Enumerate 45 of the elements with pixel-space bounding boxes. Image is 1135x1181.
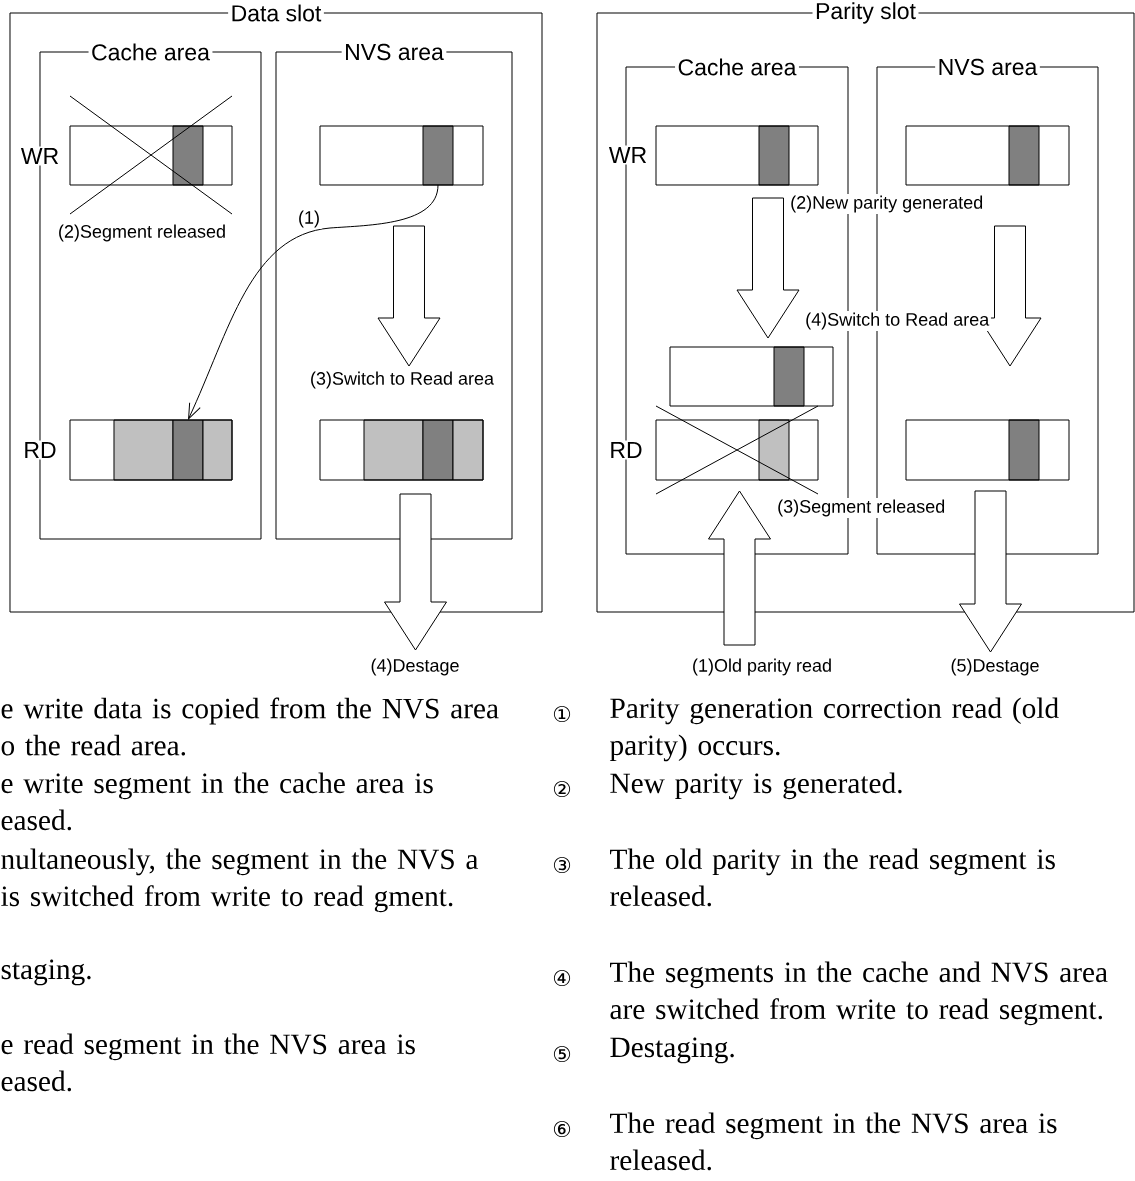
block-arrow xyxy=(959,490,1022,653)
step-number: ④ xyxy=(553,969,571,987)
edge-label: (1)Old parity read xyxy=(690,656,834,678)
segment-bar xyxy=(905,419,1070,481)
edge-label: (4)Destage xyxy=(368,656,462,678)
note-text: Parity generation correction read (old parity) occurs. xyxy=(609,697,1059,762)
note-text: e write segment in the cache area is eased. xyxy=(1,772,433,831)
segment-bar xyxy=(69,419,233,481)
step-number: ⑤ xyxy=(553,1045,571,1063)
row-label: WR xyxy=(19,146,61,166)
block-arrow xyxy=(708,490,771,646)
note-text: The read segment in the NVS area is released. xyxy=(610,1112,1057,1171)
segment-bar xyxy=(905,125,1070,186)
segment-bar xyxy=(69,125,233,186)
step-label: (2)Segment released xyxy=(56,222,228,244)
segment-bar xyxy=(655,125,819,186)
edge-label: (5)Destage xyxy=(948,656,1042,678)
arrow xyxy=(188,184,439,420)
row-label: WR xyxy=(607,145,649,165)
step-number: ① xyxy=(553,705,571,723)
edge-label: (1) xyxy=(296,208,322,230)
block-arrow xyxy=(377,225,441,367)
segment-bar xyxy=(319,419,484,481)
note-text: nultaneously, the segment in the NVS a is switched from write to read gment. xyxy=(1,848,479,913)
step-number: ② xyxy=(553,780,571,798)
edge-label: (3)Switch to Read area xyxy=(308,369,496,391)
row-label: RD xyxy=(21,440,59,460)
row-label: RD xyxy=(607,440,645,460)
segment-bar xyxy=(669,346,834,407)
note-text: e read segment in the NVS area is eased. xyxy=(1,1033,415,1092)
step-label: (4)Switch to Read area xyxy=(803,310,991,332)
segment-bar xyxy=(319,125,484,186)
block-arrow xyxy=(384,493,447,651)
edge-label: (2)New parity generated xyxy=(788,193,985,215)
note-text: The segments in the cache and NVS area are switched from write to read segment. xyxy=(610,961,1108,1026)
step-label: (3)Segment released xyxy=(775,497,947,519)
note-text: New parity is generated. xyxy=(610,772,902,800)
segment-bar xyxy=(655,419,819,481)
note-text: Destaging. xyxy=(610,1037,734,1064)
note-text: e write data is copied from the NVS area o the read area. xyxy=(1,697,499,756)
note-text: staging. xyxy=(1,959,91,986)
step-number: ⑥ xyxy=(553,1120,571,1138)
block-arrow xyxy=(736,197,800,339)
step-number: ③ xyxy=(553,856,571,874)
note-text: The old parity in the read segment is released. xyxy=(610,848,1055,907)
